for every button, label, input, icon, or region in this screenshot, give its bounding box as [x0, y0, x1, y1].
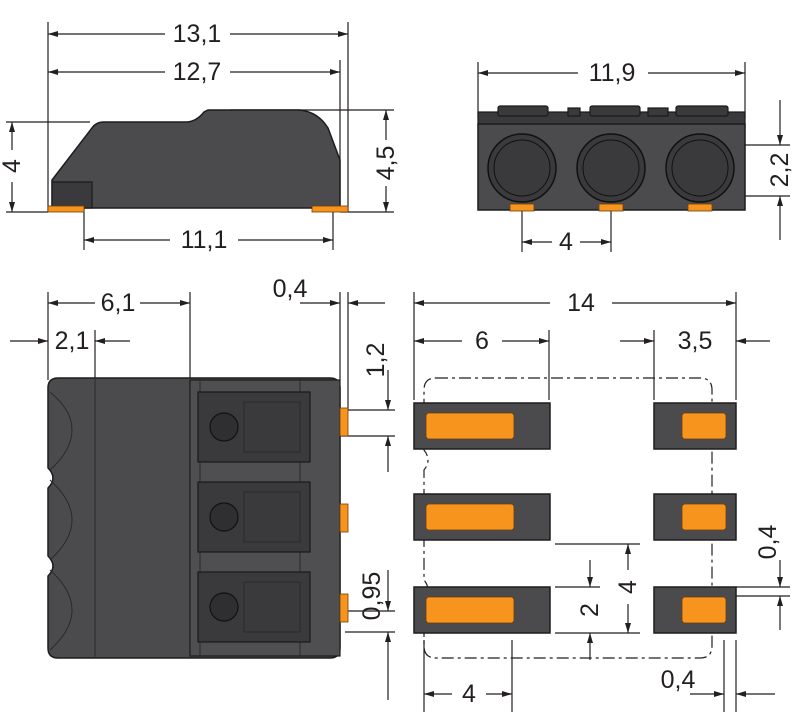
dim-pin-protrusion: 0,4 — [273, 275, 308, 303]
dim-base-length: 11,1 — [181, 226, 228, 254]
dim-length: 12,7 — [173, 58, 222, 86]
wire-entry-holes — [487, 133, 735, 203]
connector-side-step — [51, 181, 93, 209]
connector-side-body — [51, 109, 341, 209]
dim-pitch-vertical: 4 — [614, 580, 642, 594]
contact-pin-side — [47, 205, 85, 213]
side-view: 13,1 12,7 4 4,5 11,1 — [0, 20, 400, 254]
dim-pin-offset: 0,95 — [358, 572, 386, 621]
contact-pin-side-right — [311, 205, 349, 213]
dim-pad-small: 3,5 — [678, 327, 713, 355]
dim-front-section: 2,1 — [55, 327, 90, 355]
dim-height-left: 4 — [0, 159, 26, 173]
dim-front-width: 11,9 — [589, 59, 636, 87]
pcb-footprint: 14 6 3,5 0,4 4 2 4 0,4 — [413, 289, 790, 712]
dim-height-right: 4,5 — [372, 146, 400, 181]
dim-pad-width: 2 — [576, 603, 604, 617]
dim-overall-footprint: 14 — [567, 289, 595, 317]
pads-large — [413, 402, 551, 634]
front-view: 11,9 2,2 4 — [477, 59, 794, 256]
dim-pad-length: 6 — [475, 327, 489, 355]
dim-pitch-bottom: 4 — [462, 680, 476, 708]
top-view: 6,1 2,1 0,4 1,2 0,95 — [10, 275, 395, 700]
dim-overall-length: 13,1 — [173, 20, 222, 48]
dim-contact-height: 2,2 — [766, 153, 794, 188]
dim-front-pitch: 4 — [559, 228, 573, 256]
footprint-outline — [423, 377, 713, 659]
dim-top-length: 6,1 — [101, 289, 136, 317]
dim-pin-width: 1,2 — [362, 343, 390, 378]
dim-gap: 0,4 — [754, 525, 782, 560]
clamp-units — [197, 391, 311, 643]
dim-edge: 0,4 — [661, 666, 696, 694]
pads-small — [653, 402, 737, 634]
